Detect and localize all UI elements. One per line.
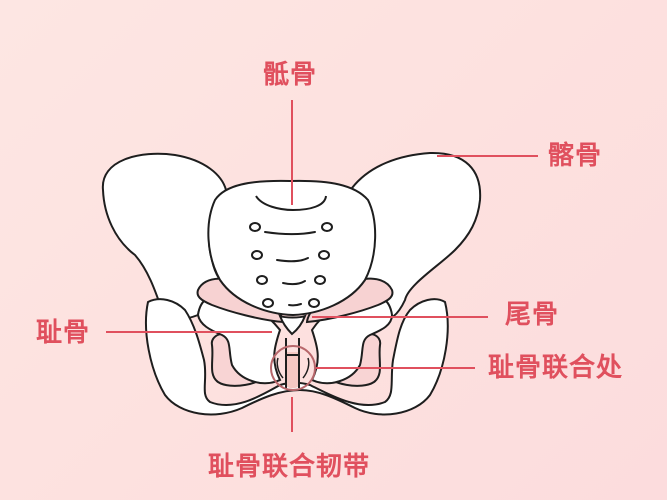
pubic-symphysis	[270, 338, 316, 391]
label-coccyx: 尾骨	[505, 300, 560, 330]
label-pubis: 耻骨	[36, 318, 91, 348]
label-pubic-symphysis-ligament: 耻骨联合韧带	[208, 452, 371, 482]
sacral-promontory	[255, 195, 327, 212]
label-sacrum: 骶骨	[263, 60, 318, 90]
sacrum-bone	[207, 179, 377, 317]
leader-lines	[106, 100, 538, 432]
label-pubic-symphysis: 耻骨联合处	[488, 353, 624, 383]
sacral-foramina	[249, 222, 333, 308]
coccyx-bone	[278, 314, 307, 336]
label-ilium: 髂骨	[548, 141, 603, 171]
pubic-symphysis-highlight-circle	[270, 345, 316, 391]
sacral-ridges	[264, 231, 316, 307]
